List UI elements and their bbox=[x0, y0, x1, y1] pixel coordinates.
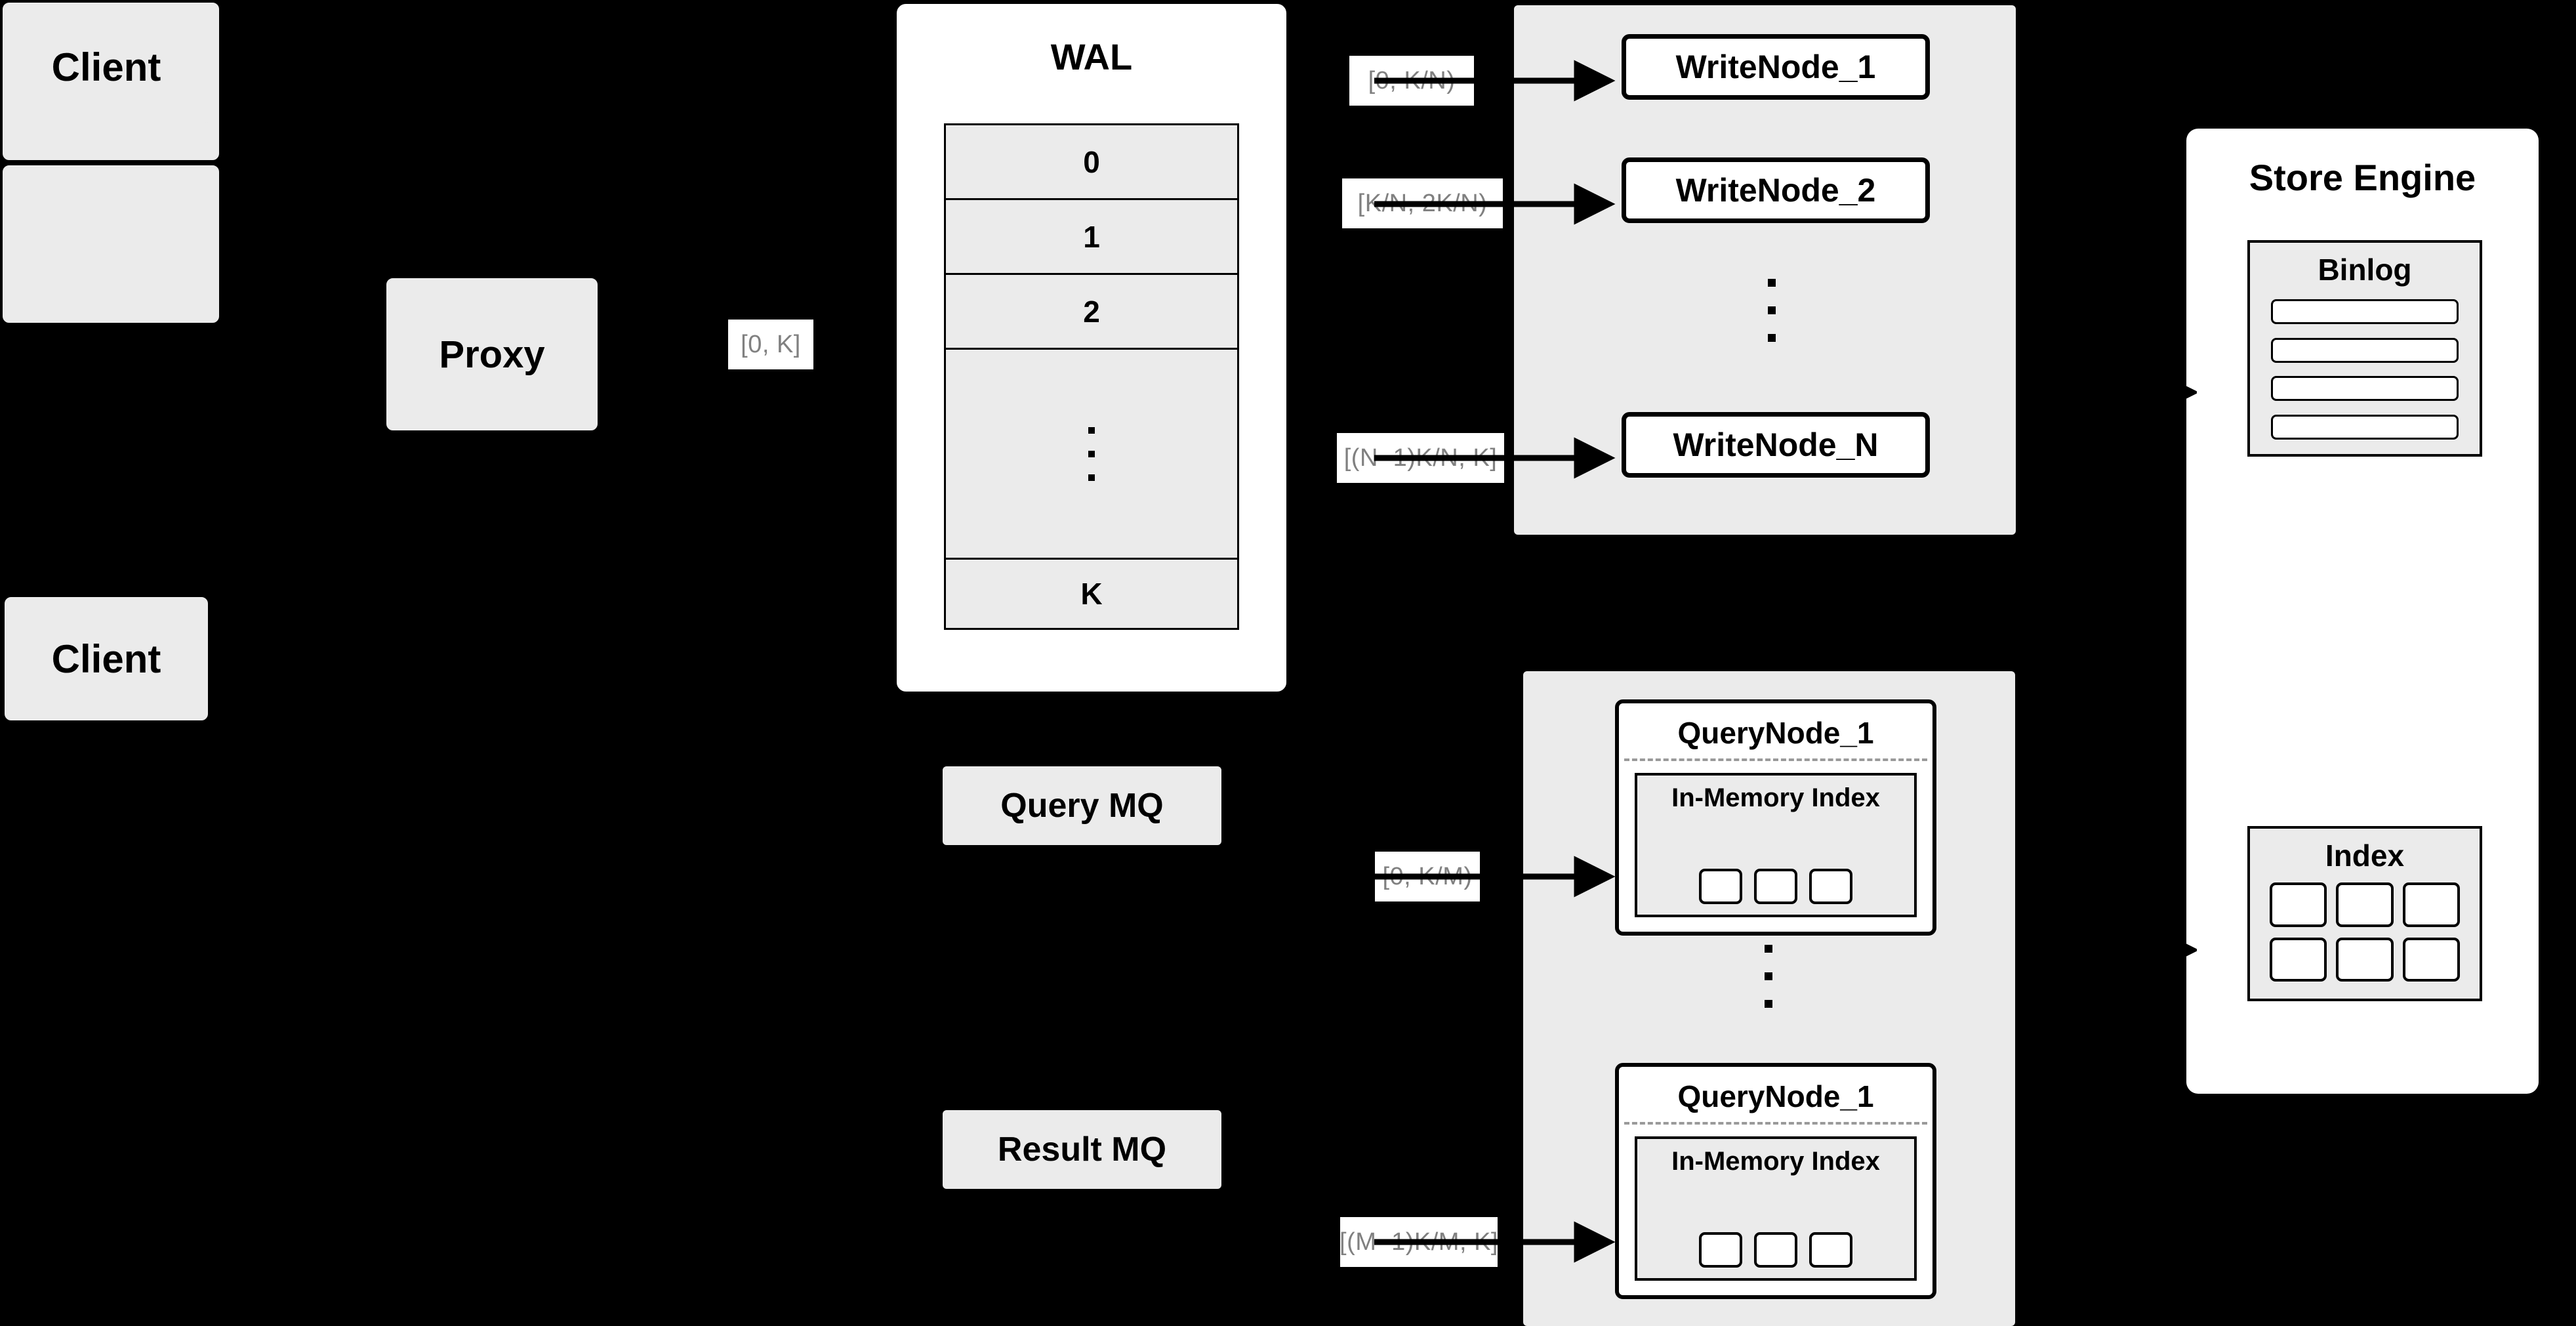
store-engine-title: Store Engine bbox=[2249, 157, 2476, 198]
result-mq-label: Result MQ bbox=[997, 1130, 1167, 1169]
query-node-1-title: QueryNode_1 bbox=[1677, 716, 1874, 750]
wal-cell-label: K bbox=[1080, 577, 1103, 611]
range-label-write-node-2: [K/N, 2K/N) bbox=[1342, 178, 1503, 228]
write-node-2-label: WriteNode_2 bbox=[1675, 172, 1876, 209]
client-node-1-label: Client bbox=[51, 45, 161, 89]
write-node-1[interactable]: WriteNode_1 bbox=[1622, 34, 1930, 100]
query-node-m-index-title: In-Memory Index bbox=[1671, 1147, 1880, 1176]
client-node-1[interactable]: Client bbox=[5, 5, 208, 129]
wal-cell[interactable]: 0 bbox=[946, 125, 1237, 200]
wal-cell[interactable]: K bbox=[946, 560, 1237, 628]
index-cell[interactable] bbox=[2402, 882, 2460, 927]
index-cell[interactable] bbox=[2270, 937, 2327, 982]
range-label-write-node-2-text: [K/N, 2K/N) bbox=[1357, 189, 1488, 217]
index-cell[interactable] bbox=[2336, 882, 2394, 927]
index-cell-grid bbox=[2270, 882, 2460, 982]
query-node-m-in-memory-index[interactable]: In-Memory Index bbox=[1635, 1136, 1917, 1281]
write-node-2[interactable]: WriteNode_2 bbox=[1622, 157, 1930, 223]
client-node-2-label: Client bbox=[51, 636, 161, 681]
query-node-1[interactable]: QueryNode_1 In-Memory Index bbox=[1615, 699, 1936, 936]
query-node-m-separator bbox=[1624, 1122, 1927, 1125]
wal-container[interactable]: WAL 0 1 2 K bbox=[897, 4, 1286, 692]
wal-title: WAL bbox=[1050, 36, 1133, 77]
binlog-row[interactable] bbox=[2271, 376, 2459, 402]
proxy-stack-mid bbox=[0, 163, 222, 325]
range-label-write-node-1-text: [0, K/N) bbox=[1368, 66, 1456, 94]
query-node-1-in-memory-index[interactable]: In-Memory Index bbox=[1635, 773, 1917, 917]
query-node-m-index-slots bbox=[1637, 1232, 1914, 1268]
range-label-query-node-1: [0, K/M) bbox=[1375, 852, 1480, 901]
query-node-m[interactable]: QueryNode_1 In-Memory Index bbox=[1615, 1063, 1936, 1299]
query-node-m-title: QueryNode_1 bbox=[1677, 1079, 1874, 1113]
index-cell[interactable] bbox=[2270, 882, 2327, 927]
range-label-proxy-to-wal: [0, K] bbox=[728, 320, 813, 369]
range-label-query-node-m-text: [(M−1)K/M, K] bbox=[1339, 1228, 1498, 1256]
wal-cell[interactable]: 2 bbox=[946, 275, 1237, 350]
ellipsis-dot bbox=[1088, 426, 1095, 434]
query-node-1-index-slots bbox=[1637, 869, 1914, 904]
wal-cell-list: 0 1 2 K bbox=[944, 123, 1239, 630]
ellipsis-dot bbox=[1765, 945, 1772, 953]
binlog-box[interactable]: Binlog bbox=[2247, 240, 2482, 457]
wal-cell[interactable]: 1 bbox=[946, 200, 1237, 275]
index-cell[interactable] bbox=[2336, 937, 2394, 982]
index-slot[interactable] bbox=[1699, 869, 1742, 904]
query-node-1-separator bbox=[1624, 758, 1927, 761]
write-node-1-label: WriteNode_1 bbox=[1675, 49, 1876, 85]
query-mq-node[interactable]: Query MQ bbox=[943, 766, 1221, 845]
proxy-node[interactable]: Proxy bbox=[384, 276, 600, 433]
binlog-row[interactable] bbox=[2271, 299, 2459, 324]
store-engine-panel[interactable]: Store Engine Binlog Index bbox=[2186, 129, 2539, 1094]
ellipsis-dot bbox=[1768, 306, 1776, 314]
range-label-query-node-1-text: [0, K/M) bbox=[1382, 862, 1473, 890]
range-label-write-node-1: [0, K/N) bbox=[1349, 56, 1474, 106]
range-label-write-node-n: [(N−1)K/N, K] bbox=[1337, 433, 1504, 483]
range-label-query-node-m: [(M−1)K/M, K] bbox=[1339, 1217, 1498, 1267]
client-node-2[interactable]: Client bbox=[5, 597, 208, 720]
query-node-1-index-title: In-Memory Index bbox=[1671, 783, 1880, 812]
ellipsis-dot bbox=[1088, 450, 1095, 457]
index-slot[interactable] bbox=[1699, 1232, 1742, 1268]
ellipsis-dot bbox=[1768, 279, 1776, 287]
wal-cell-label: 2 bbox=[1083, 294, 1100, 329]
ellipsis-dot bbox=[1765, 1000, 1772, 1008]
index-slot[interactable] bbox=[1754, 1232, 1797, 1268]
binlog-row-list bbox=[2271, 299, 2459, 440]
binlog-title: Binlog bbox=[2318, 253, 2412, 287]
range-label-proxy-to-wal-text: [0, K] bbox=[741, 330, 801, 358]
index-slot[interactable] bbox=[1809, 869, 1852, 904]
result-mq-node[interactable]: Result MQ bbox=[943, 1110, 1221, 1189]
binlog-row[interactable] bbox=[2271, 337, 2459, 363]
index-title: Index bbox=[2325, 839, 2405, 873]
proxy-label: Proxy bbox=[439, 333, 545, 376]
range-label-write-node-n-text: [(N−1)K/N, K] bbox=[1343, 444, 1498, 472]
wal-cell-ellipsis bbox=[946, 350, 1237, 560]
index-box[interactable]: Index bbox=[2247, 826, 2482, 1001]
ellipsis-dot bbox=[1768, 334, 1776, 342]
index-cell[interactable] bbox=[2402, 937, 2460, 982]
wal-cell-label: 0 bbox=[1083, 144, 1100, 179]
index-slot[interactable] bbox=[1809, 1232, 1852, 1268]
write-node-n-label: WriteNode_N bbox=[1673, 426, 1879, 463]
ellipsis-dot bbox=[1765, 972, 1772, 980]
ellipsis-dot bbox=[1088, 474, 1095, 481]
binlog-row[interactable] bbox=[2271, 414, 2459, 440]
index-slot[interactable] bbox=[1754, 869, 1797, 904]
write-node-n[interactable]: WriteNode_N bbox=[1622, 412, 1930, 478]
wal-cell-label: 1 bbox=[1083, 219, 1100, 254]
query-cluster-ellipsis bbox=[1765, 945, 1772, 1008]
query-mq-label: Query MQ bbox=[1000, 787, 1164, 825]
write-cluster-ellipsis bbox=[1768, 279, 1776, 342]
